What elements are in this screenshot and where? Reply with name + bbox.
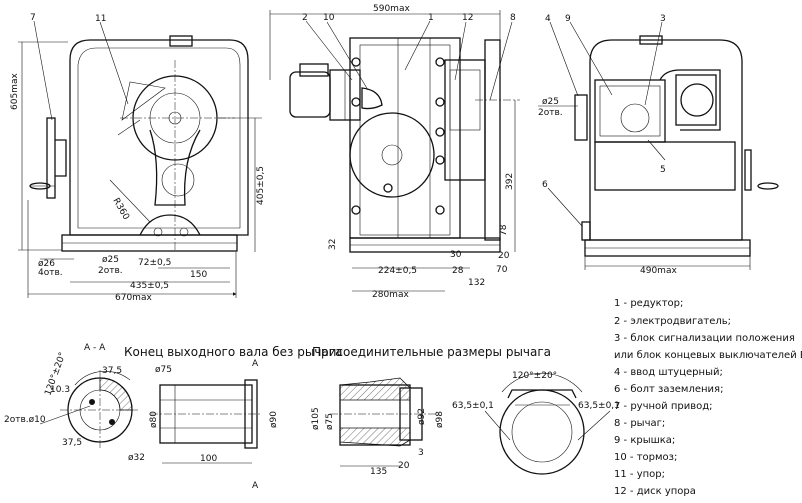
dim-d80: ø80 [149,411,159,428]
dim-d75-shaft: ø75 [155,365,172,375]
dim-78: 78 [499,224,509,236]
dim-490: 490max [640,266,677,276]
dim-150: 150 [190,270,207,280]
callout-9: 9 [565,14,571,24]
legend-item-11: 11 - упор; [614,469,665,480]
dim-r360: R360 [110,197,131,223]
lever-connection-view: Присоединительные размеры рычага ø105 ø7… [311,345,551,477]
dim-120-lever: 120°±20° [512,371,557,381]
dim-2otv-d10: 2отв.ø10 [4,415,46,425]
parts-legend: 1 - редуктор; 2 - электродвигатель; 3 - … [614,298,802,497]
dim-590: 590max [373,4,410,14]
dim-100: 100 [200,454,217,464]
legend-item-4: 4 - ввод штуцерный; [614,367,723,378]
legend-item-3b: или блок концевых выключателей БКВ; [614,350,802,361]
lever-face-view: 120°±20° 63,5±0,1 63,5±0,1 [452,371,620,475]
side-view-bolts [351,57,445,215]
dim-2otv-front: 2отв. [98,266,123,276]
legend-item-12: 12 - диск упора [614,486,696,497]
dim-32: 32 [328,239,338,250]
dim-d92: ø92 [417,408,427,425]
legend-item-2: 2 - электродвигатель; [614,316,731,327]
callout-8: 8 [510,13,516,23]
callout-11: 11 [95,14,106,24]
callout-7: 7 [30,13,36,23]
dim-d98: ø98 [435,411,445,428]
dim-435: 435±0,5 [130,281,169,291]
caption-connection: Присоединительные размеры рычага [312,345,551,359]
dim-4otv: 4отв. [38,268,63,278]
dim-d90: ø90 [269,411,279,428]
dim-28: 28 [452,266,464,276]
dim-135: 135 [370,467,387,477]
callout-6: 6 [542,180,548,190]
dim-280: 280max [372,290,409,300]
dim-405: 405±0,5 [256,166,266,205]
legend-item-6: 6 - болт заземления; [614,384,723,395]
caption-shaft-end: Конец выходного вала без рычага [124,345,342,359]
rear-view: 490max ø25 2отв. 4 9 3 5 6 [538,14,779,276]
dim-2otv-rear: 2отв. [538,108,563,118]
dim-72: 72±0,5 [138,258,171,268]
dim-d26: ø26 [38,259,55,269]
dim-20-lever: 20 [398,461,410,471]
front-view: 605max 405±0,5 R360 ø25 2отв. 72±0,5 ø26… [10,13,266,303]
dim-d75-lever: ø75 [325,413,335,430]
dim-37-5-a: 37,5 [102,366,122,376]
callout-5: 5 [660,165,666,175]
side-view: 590max 392 32 30 20 78 224±0,5 28 70 280… [269,4,520,300]
legend-item-10: 10 - тормоз; [614,452,677,463]
legend-item-8: 8 - рычаг; [614,418,665,429]
callout-4: 4 [545,14,551,24]
dim-d25-rear: ø25 [542,97,559,107]
dim-70: 70 [496,265,508,275]
legend-item-3: 3 - блок сигнализации положения [614,333,795,344]
dim-10-3: 10.3 [50,385,70,395]
dim-670: 670max [115,293,152,303]
dim-3: 3 [418,448,424,458]
dim-37-5-b: 37,5 [62,438,82,448]
legend-item-9: 9 - крышка; [614,435,675,446]
dim-d25-front: ø25 [102,255,119,265]
marker-a-top: А [252,359,259,369]
dim-63-5-b: 63,5±0,1 [578,401,620,411]
section-label: А - А [84,343,106,353]
callout-3: 3 [660,14,666,24]
callout-1: 1 [428,13,434,23]
legend-item-1: 1 - редуктор; [614,298,683,309]
dim-132: 132 [468,278,485,288]
callout-2: 2 [302,13,308,23]
callout-12: 12 [462,13,473,23]
dim-30: 30 [450,250,462,260]
legend-item-7: 7 - ручной привод; [614,401,713,412]
section-a-a: А - А 120°±20° 10.3 37,5 37,5 2отв.ø10 ø… [4,343,145,463]
dim-63-5-a: 63,5±0,1 [452,401,494,411]
callout-10: 10 [323,13,335,23]
dim-392: 392 [505,173,515,190]
marker-a-bottom: А [252,481,259,491]
dim-20-side: 20 [498,251,510,261]
dim-224: 224±0,5 [378,266,417,276]
dim-d32: ø32 [128,453,145,463]
shaft-end-view: Конец выходного вала без рычага ø75 ø80 … [124,345,342,491]
dim-605: 605max [10,73,20,110]
dim-d105: ø105 [311,407,321,430]
